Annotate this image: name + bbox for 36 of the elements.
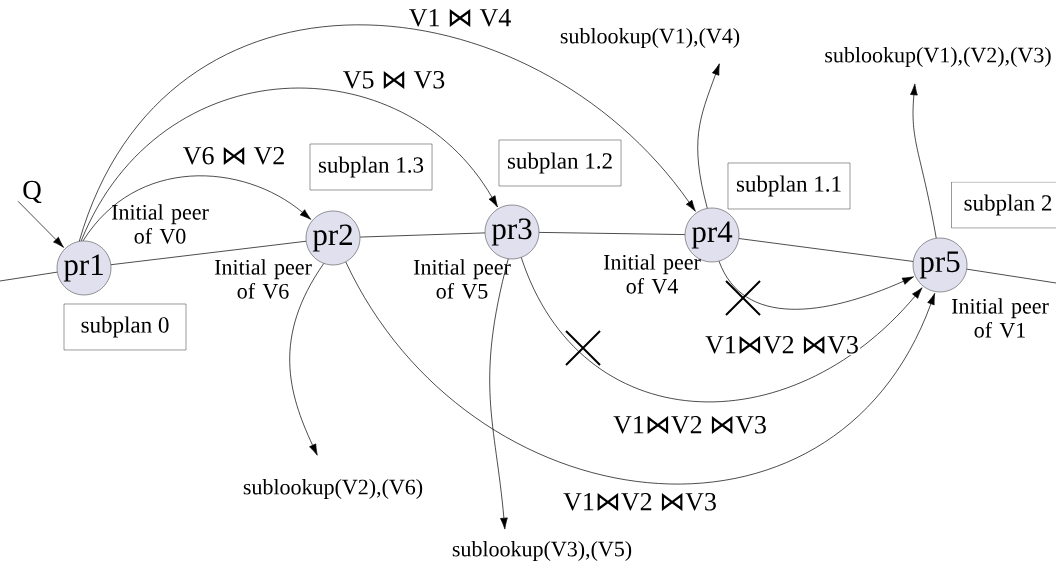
arrow	[910, 83, 937, 239]
peer-caption: Initial peer of V5	[413, 259, 511, 299]
lookup-text: sublookup(V2),(V6)	[243, 479, 423, 499]
connector-line	[538, 232, 686, 235]
edge-label: V1⋈V2 ⋈V3	[562, 492, 718, 512]
subplan-box: subplan 1.1	[727, 162, 851, 210]
lookup-text: sublookup(V1),(V2),(V3)	[825, 47, 1051, 67]
connector-line	[966, 268, 1056, 284]
edge-label: V5 ⋈ V3	[341, 70, 447, 90]
edge-label: V6 ⋈ V2	[181, 146, 287, 166]
arrow	[80, 88, 498, 242]
arrow	[78, 24, 696, 242]
arrow	[520, 257, 923, 402]
peer-caption: Initial peer of V0	[111, 204, 209, 244]
edge-label: V1⋈V2 ⋈V3	[612, 415, 768, 435]
connector-line	[0, 271, 58, 282]
lookup-text: sublookup(V1),(V4)	[560, 28, 740, 48]
lookup-text: sublookup(V3),(V5)	[452, 541, 632, 561]
arrow	[489, 258, 509, 530]
subplan-box: subplan 0	[63, 303, 187, 351]
subplan-box: subplan 1.2	[498, 139, 622, 187]
subplan-box: subplan 1.3	[309, 143, 433, 191]
arrow	[17, 200, 64, 248]
arrow	[718, 260, 914, 310]
query-label: Q	[23, 180, 42, 204]
edge-label: V1 ⋈ V4	[407, 8, 513, 28]
arrow	[345, 261, 936, 484]
connector-line	[738, 238, 914, 262]
arrow	[697, 63, 720, 209]
subplan-box: subplan 2	[951, 181, 1056, 229]
connector-line	[110, 240, 307, 266]
peer-caption: Initial peer of V1	[951, 298, 1049, 338]
arrow	[289, 263, 325, 456]
edge-label: V1⋈V2 ⋈V3	[704, 335, 860, 355]
connector-line	[359, 232, 486, 238]
arrow	[82, 175, 312, 242]
